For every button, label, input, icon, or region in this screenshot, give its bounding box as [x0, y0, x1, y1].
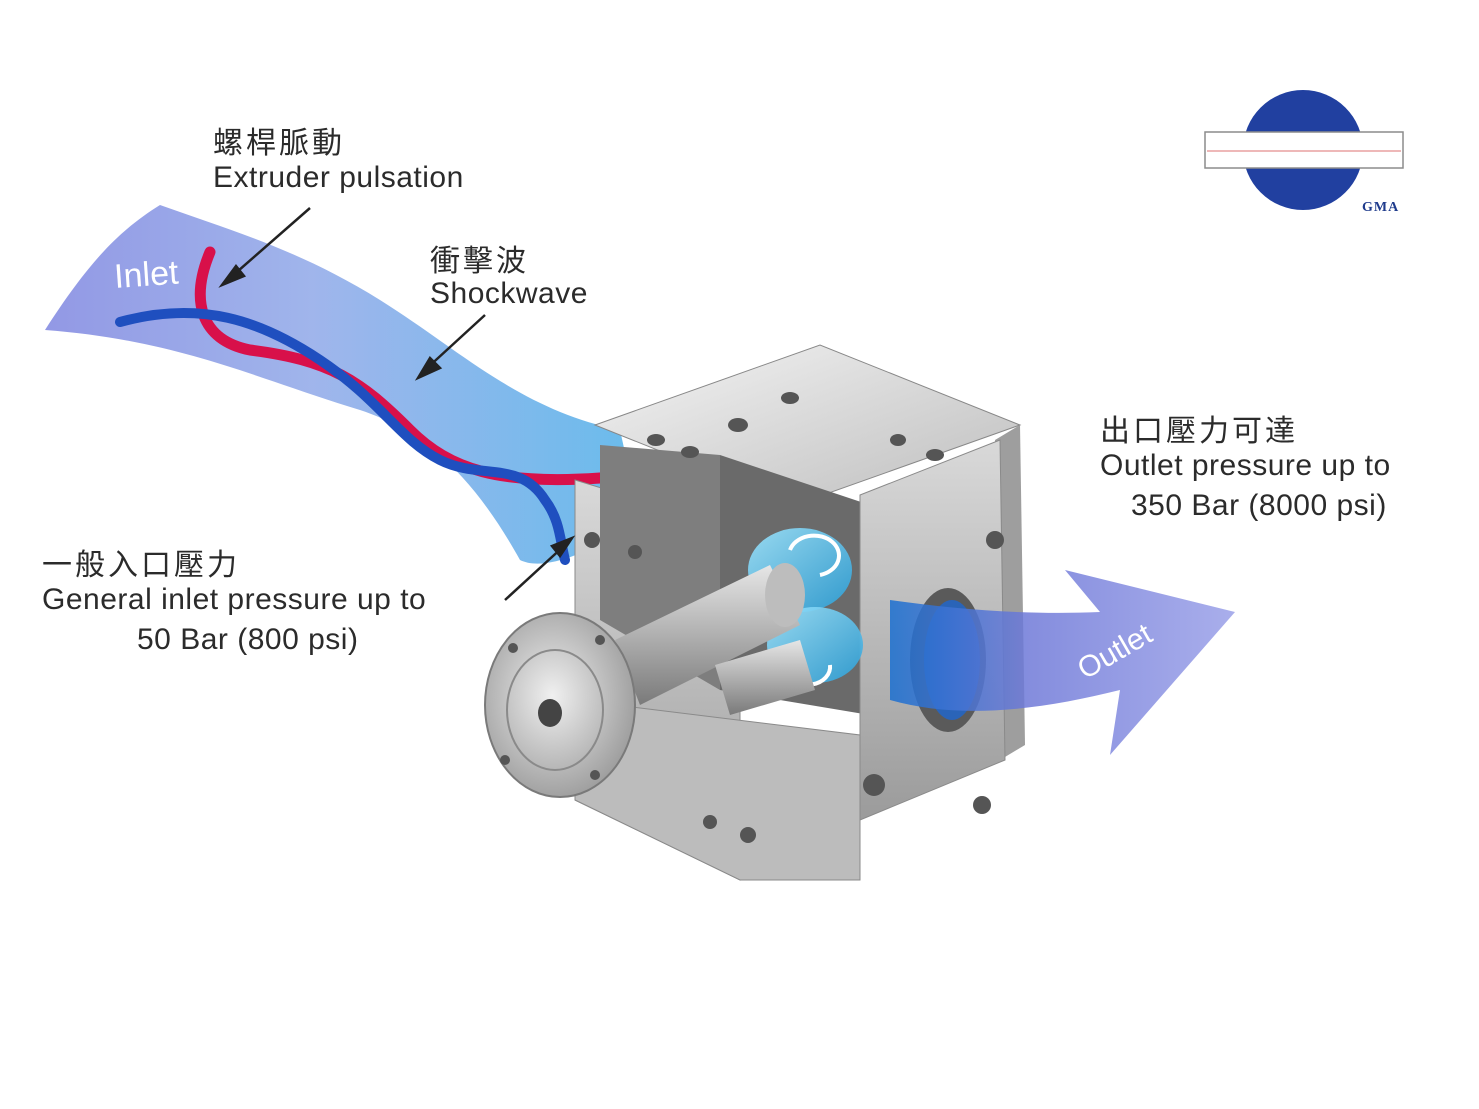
shockwave-wave	[115, 307, 570, 565]
inlet-label: Inlet	[113, 254, 180, 296]
inlet-pressure-zh: 一般入口壓力	[42, 548, 240, 583]
pulsation-pointer	[229, 207, 311, 279]
outlet-pressure-en-line2: 350 Bar (8000 psi)	[1131, 489, 1387, 522]
pointer-arrows	[218, 207, 576, 601]
logo-text: GMA	[1362, 200, 1399, 215]
outlet-pressure-en-line1: Outlet pressure up to	[1100, 449, 1391, 482]
inlet-pressure-pointer	[504, 544, 566, 601]
shockwave-en: Shockwave	[430, 277, 588, 310]
inlet-pressure-en-line2: 50 Bar (800 psi)	[137, 623, 359, 656]
extruder-pulsation-zh: 螺桿脈動	[213, 126, 345, 161]
extruder-pulsation-en: Extruder pulsation	[213, 161, 464, 194]
outlet-pressure-zh: 出口壓力可達	[1100, 414, 1298, 449]
gma-logo: GMA	[1204, 90, 1404, 215]
shockwave-pointer	[424, 314, 486, 371]
shockwave-zh: 衝擊波	[430, 244, 529, 279]
drive-flange	[484, 612, 636, 798]
outlet-stream	[890, 570, 1235, 755]
inlet-pressure-en-line1: General inlet pressure up to	[42, 583, 427, 616]
